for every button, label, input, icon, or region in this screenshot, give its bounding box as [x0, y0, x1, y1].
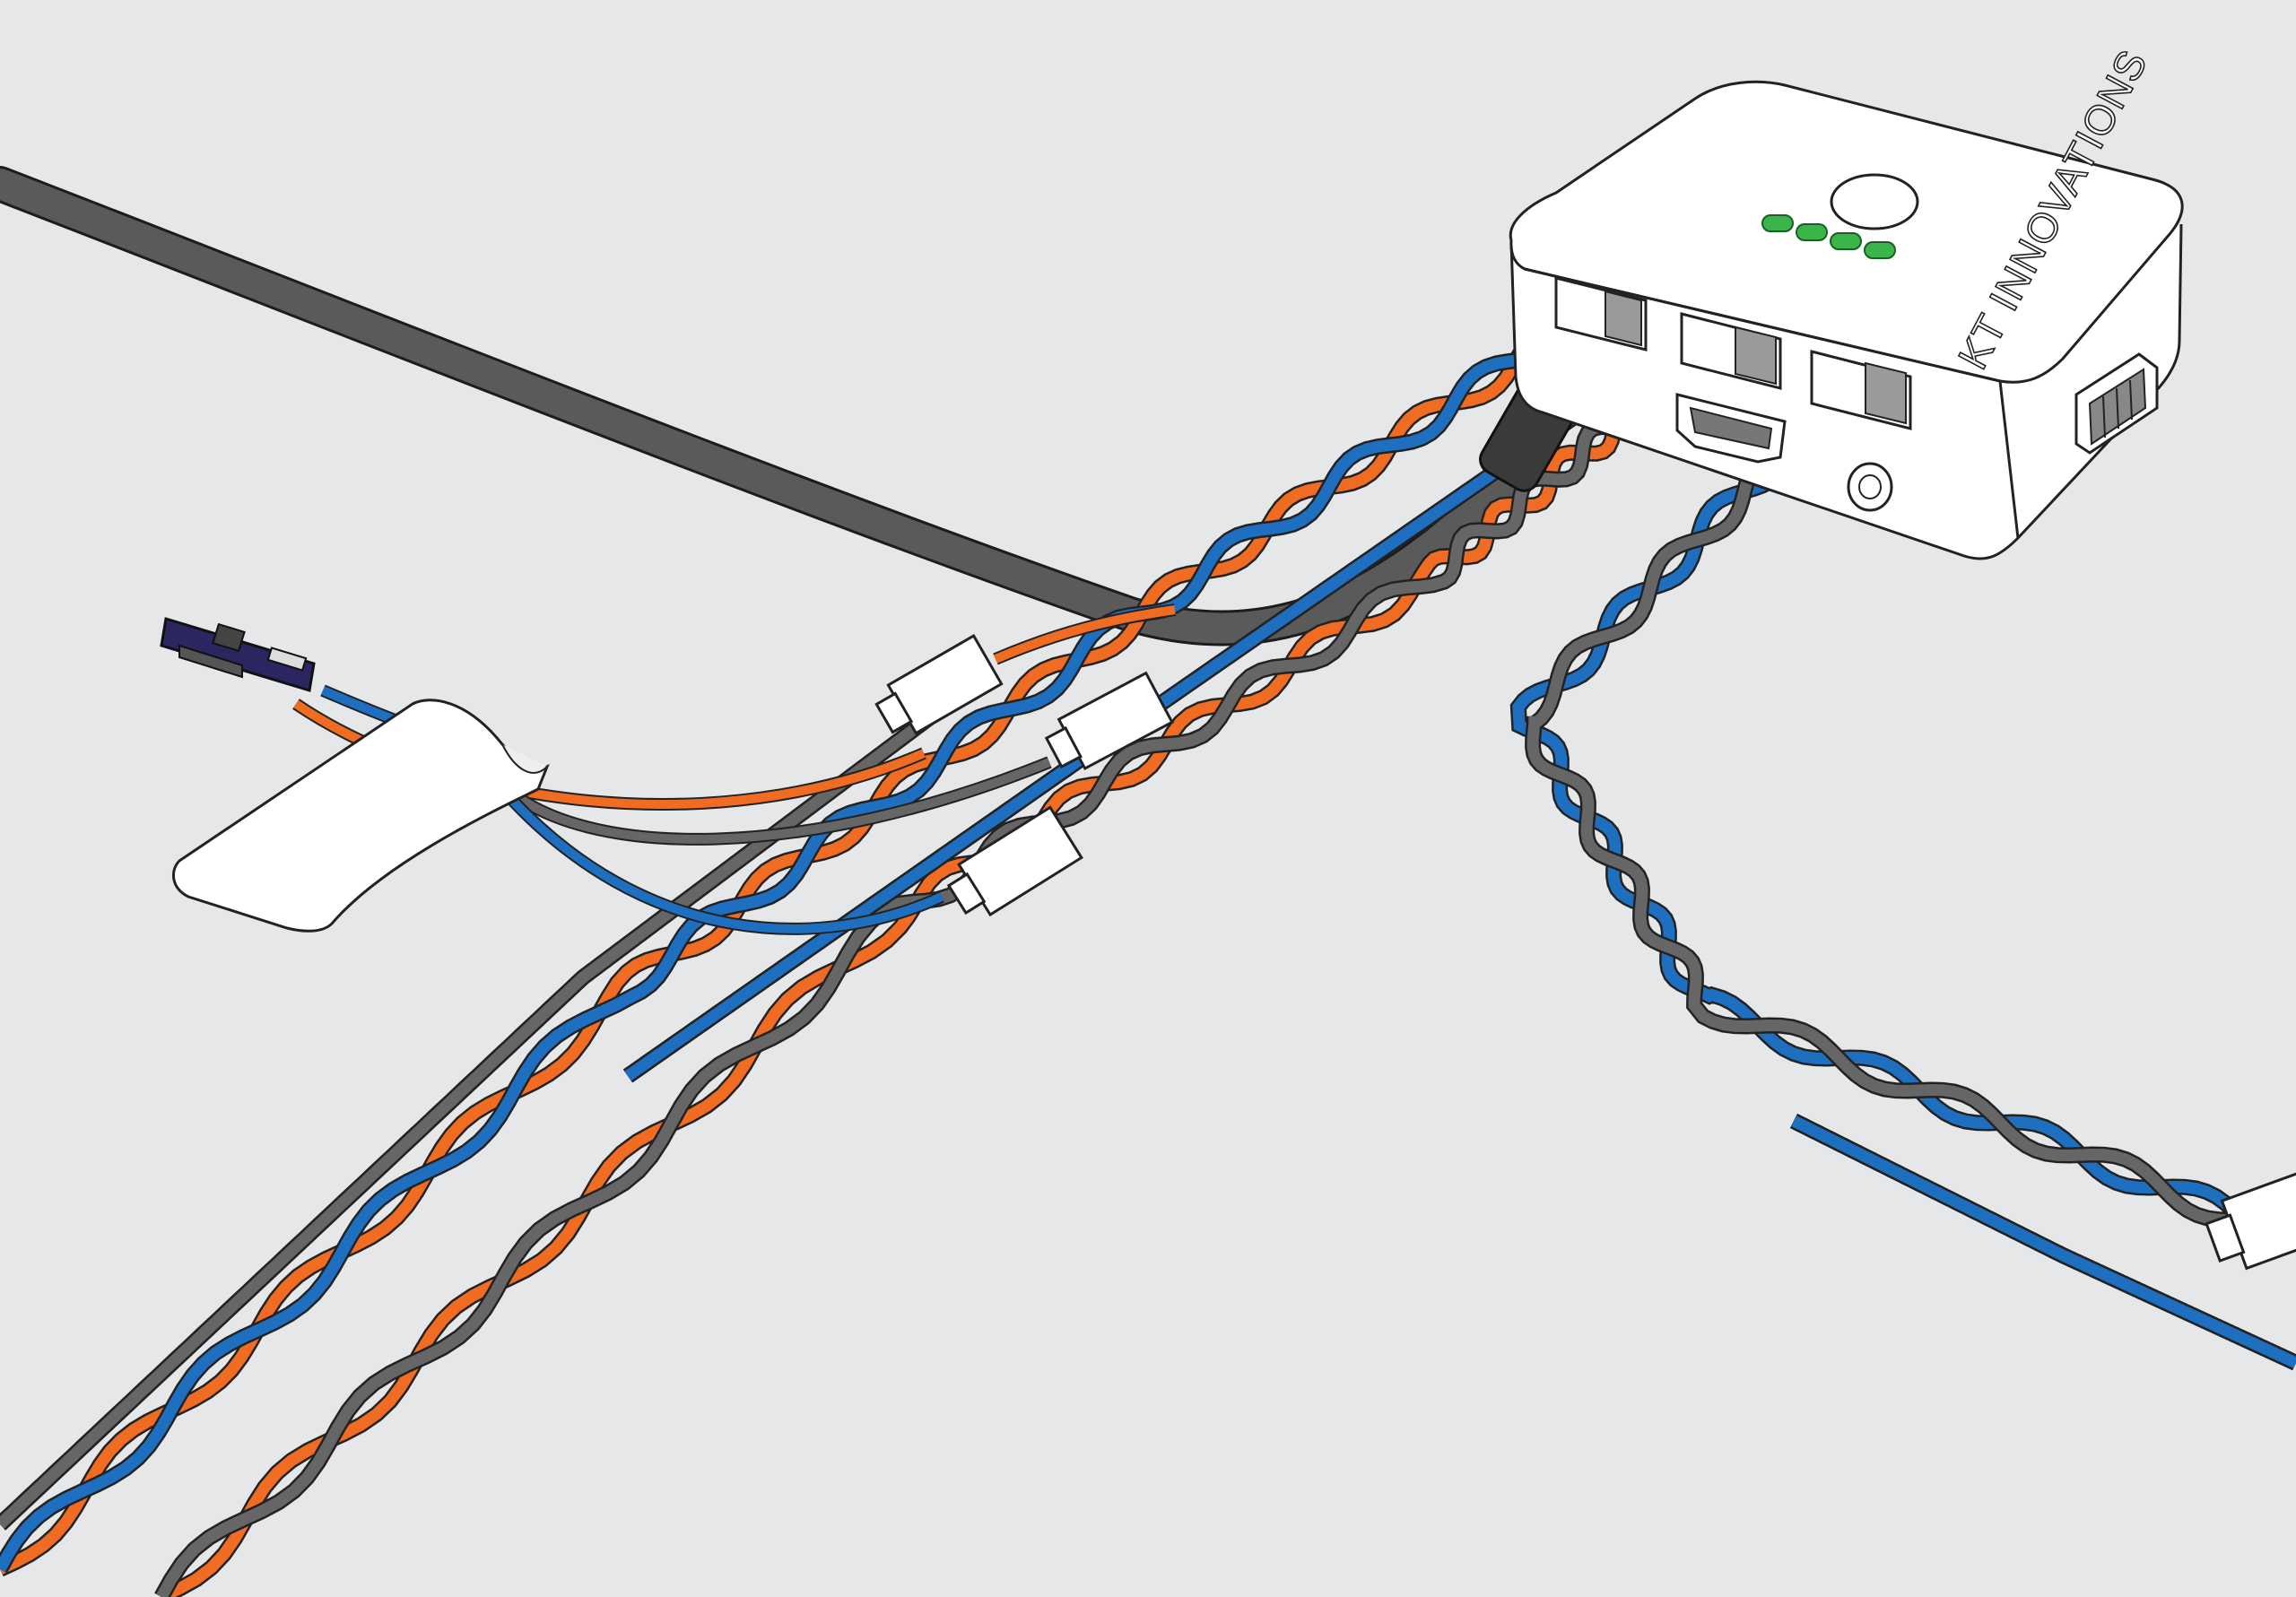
- cable-right-tail-wire: [1791, 1115, 2296, 1368]
- cable-left-pair: [0, 310, 1586, 1577]
- rj-port-2: [1680, 312, 1782, 390]
- cable-middle-pair: [154, 341, 1717, 1597]
- power-cable: [0, 166, 1543, 647]
- hdmi-port: [1675, 393, 1787, 464]
- rj-port-3: [1810, 350, 1912, 430]
- connector-right: [2205, 1162, 2296, 1271]
- cable-middle-pair-wire: [156, 349, 1715, 1597]
- cable-left-gray: [0, 701, 947, 1531]
- cable-middle-blue: [622, 369, 1638, 1083]
- cable-right-tail: [1789, 1113, 2296, 1371]
- rj-port-1: [1554, 276, 1648, 352]
- connector-3: [946, 805, 1083, 917]
- cable-right-pair-wire: [1526, 393, 2243, 1227]
- connector-2: [1044, 671, 1174, 771]
- status-leds: [1761, 214, 1896, 259]
- twisted-pair-cables: [0, 310, 2296, 1597]
- inline-connectors: [874, 633, 2296, 1271]
- audio-jack: [1847, 462, 1893, 512]
- side-connector: [2074, 352, 2159, 455]
- cable-middle-blue-wire: [624, 371, 1636, 1081]
- power-button: [1830, 173, 1919, 230]
- sensor-board: [160, 617, 316, 692]
- adhesive-pad: [171, 699, 550, 933]
- cable-left-pair-wire: [0, 315, 1584, 1573]
- cable-left-gray-wire: [0, 703, 945, 1529]
- connector-1: [874, 633, 1004, 735]
- cable-right-pair: [1509, 386, 2248, 1228]
